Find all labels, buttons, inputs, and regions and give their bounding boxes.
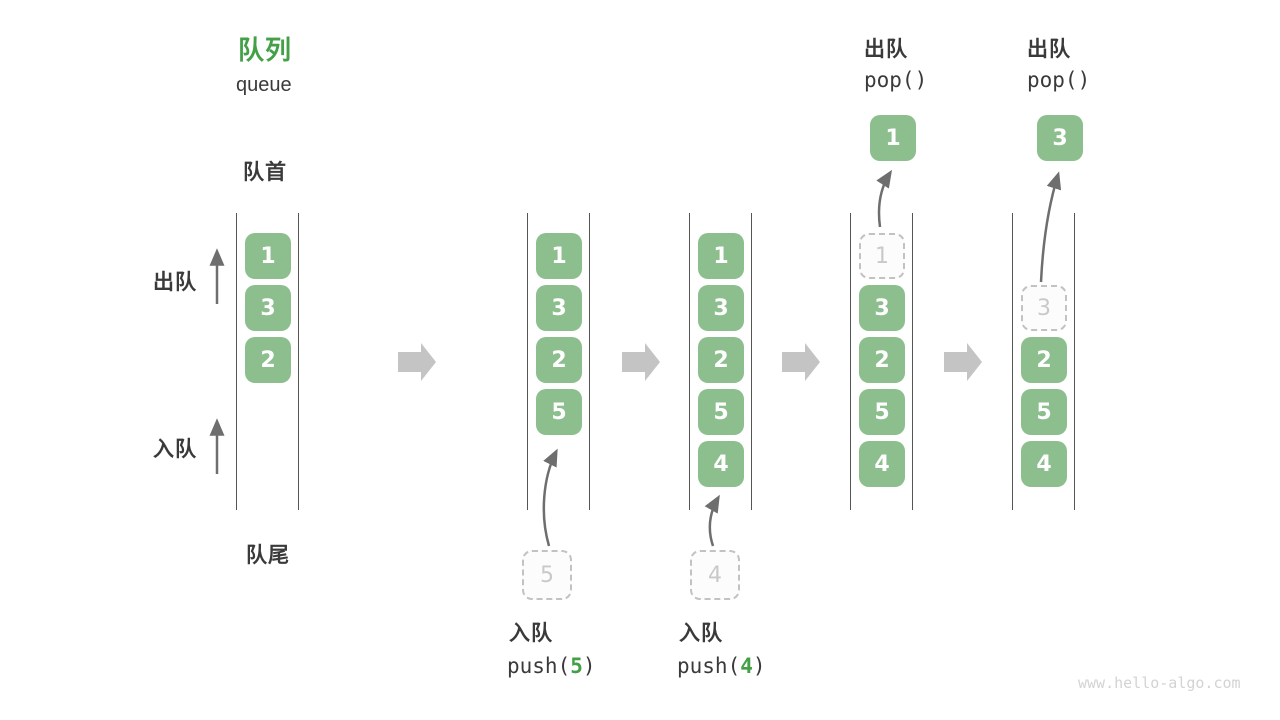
state-transition-arrow (398, 343, 436, 381)
queue-item: 2 (536, 337, 582, 383)
pop1-code: pop() (864, 68, 928, 92)
push5-arrow (542, 448, 558, 547)
pop2-arrow (1039, 171, 1062, 283)
queue-item: 5 (536, 389, 582, 435)
state-transition-arrow (944, 343, 982, 381)
push5-code: push(5) (507, 654, 596, 678)
rear-label: 队尾 (246, 544, 290, 567)
pop2-code: pop() (1027, 68, 1091, 92)
queue-item: 3 (245, 285, 291, 331)
queue-item: 5 (859, 389, 905, 435)
queue-item: 5 (698, 389, 744, 435)
queue-item: 4 (1021, 441, 1067, 487)
queue-item: 5 (1021, 389, 1067, 435)
queue-item: 3 (536, 285, 582, 331)
queue-item: 3 (698, 285, 744, 331)
queue-state-5: 3 2 5 4 (1012, 213, 1075, 510)
queue-item: 2 (245, 337, 291, 383)
push4-label: 入队 (679, 622, 723, 645)
watermark: www.hello-algo.com (1078, 674, 1241, 692)
push4-arg: 4 (740, 654, 753, 678)
push5-label: 入队 (509, 622, 553, 645)
queue-item: 4 (698, 441, 744, 487)
push4-code: push(4) (677, 654, 766, 678)
queue-item: 2 (859, 337, 905, 383)
queue-state-3: 1 3 2 5 4 (689, 213, 752, 510)
popped-item: 1 (870, 115, 916, 161)
queue-state-1: 1 3 2 (236, 213, 299, 510)
queue-item: 1 (536, 233, 582, 279)
incoming-item-ghost: 4 (690, 550, 740, 600)
queue-item: 1 (245, 233, 291, 279)
queue-item-ghost: 1 (859, 233, 905, 279)
popped-item: 3 (1037, 115, 1083, 161)
queue-state-4: 1 3 2 5 4 (850, 213, 913, 510)
queue-item: 2 (1021, 337, 1067, 383)
pop1-label: 出队 (864, 38, 908, 61)
queue-item: 4 (859, 441, 905, 487)
push5-arg: 5 (570, 654, 583, 678)
queue-state-2: 1 3 2 5 (527, 213, 590, 510)
push4-arrow (704, 494, 720, 547)
front-label: 队首 (243, 161, 287, 184)
enqueue-side-label: 入队 (153, 438, 197, 461)
queue-item: 3 (859, 285, 905, 331)
pop2-label: 出队 (1027, 38, 1071, 61)
diagram-title-zh: 队列 (238, 35, 293, 65)
state-transition-arrow (782, 343, 820, 381)
pop1-arrow (876, 169, 893, 228)
state-transition-arrow (622, 343, 660, 381)
queue-item: 2 (698, 337, 744, 383)
dequeue-side-label: 出队 (153, 271, 197, 294)
incoming-item-ghost: 5 (522, 550, 572, 600)
queue-item: 1 (698, 233, 744, 279)
queue-item-ghost: 3 (1021, 285, 1067, 331)
diagram-title-en: queue (236, 74, 292, 96)
